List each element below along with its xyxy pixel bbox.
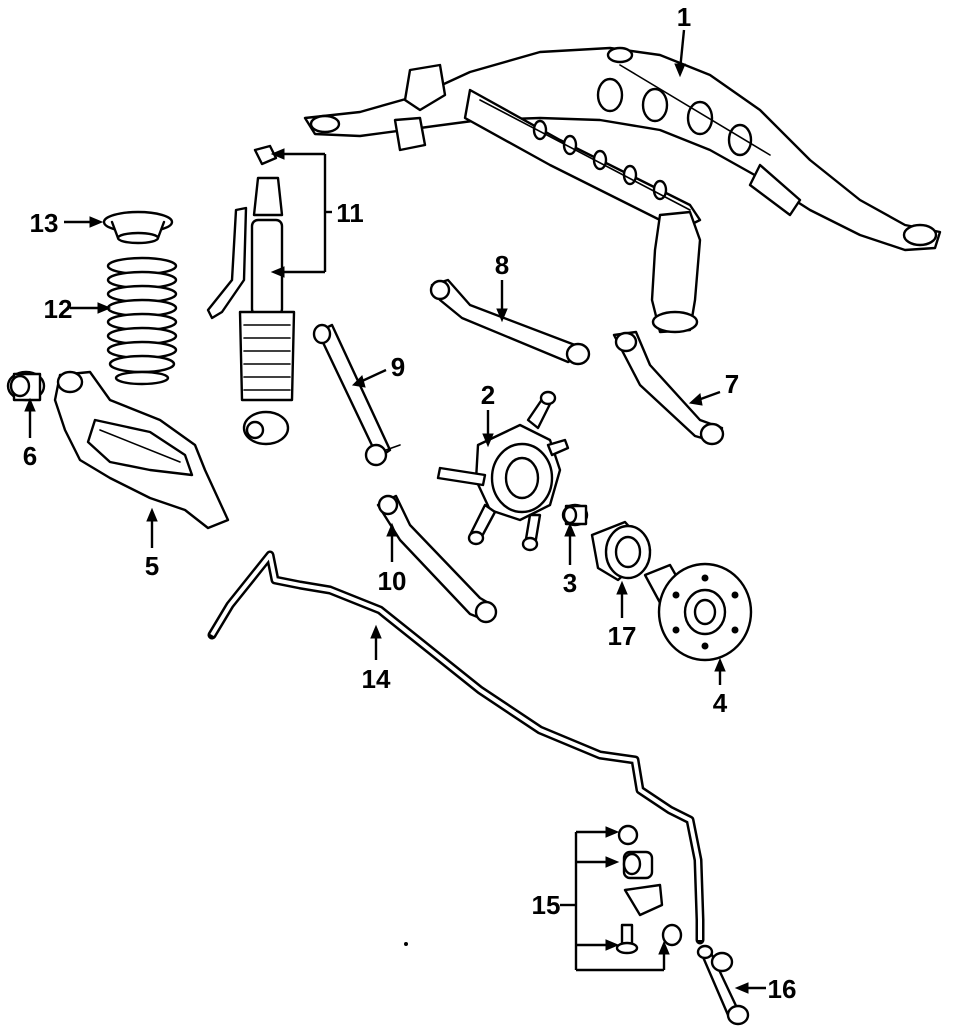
- part-3-bushing: [561, 503, 589, 527]
- callout-2: 2: [481, 380, 495, 410]
- part-10-link: [376, 494, 498, 624]
- part-17-bearing: [590, 520, 652, 582]
- callout-4: 4: [713, 688, 728, 718]
- part-1-subframe: [303, 46, 942, 334]
- callout-12: 12: [44, 294, 73, 324]
- callout-17: 17: [608, 621, 637, 651]
- part-12-coil-spring: [106, 256, 178, 386]
- callout-13: 13: [30, 208, 59, 238]
- callout-1: 1: [677, 2, 691, 32]
- part-2-knuckle: [436, 390, 570, 552]
- callout-14: 14: [362, 664, 391, 694]
- part-4-hub: [643, 562, 753, 662]
- callout-15: 15: [532, 890, 561, 920]
- part-6-bushing: [6, 370, 46, 402]
- part-11-shock-absorber: [206, 144, 296, 446]
- part-13-spring-mount: [102, 210, 174, 245]
- callout-11: 11: [336, 198, 364, 228]
- part-5-control-arm: [53, 370, 230, 530]
- callout-10: 10: [378, 566, 407, 596]
- callout-7: 7: [725, 369, 739, 399]
- callout-labels: 1 2 3 4 5 6 7 8 9 10 11 12 13 14 15 16 1…: [23, 2, 797, 1004]
- leader-lines: [24, 29, 766, 994]
- callout-8: 8: [495, 250, 509, 280]
- part-9-link: [312, 323, 401, 467]
- callout-9: 9: [391, 352, 405, 382]
- part-16-stabilizer-link: [696, 944, 750, 1026]
- part-8-upper-link: [429, 278, 591, 366]
- callout-16: 16: [768, 974, 797, 1004]
- part-7-lateral-arm: [612, 330, 725, 446]
- callout-3: 3: [563, 568, 577, 598]
- part-15-bracket-kit: [615, 824, 683, 955]
- part-14-stabilizer-bar: [207, 550, 705, 945]
- callout-5: 5: [145, 551, 159, 581]
- callout-6: 6: [23, 441, 37, 471]
